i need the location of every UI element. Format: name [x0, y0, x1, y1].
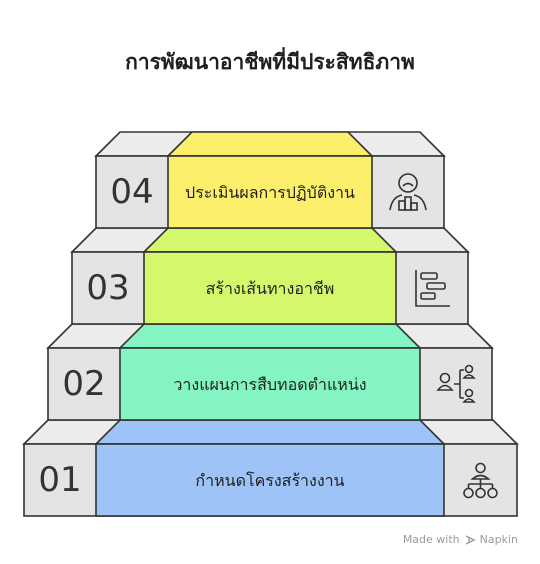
page-title: การพัฒนาอาชีพที่มีประสิทธิภาพ [125, 50, 415, 74]
step-color-front [119, 347, 421, 421]
step-color-top [166, 131, 374, 157]
step-label: วางแผนการสืบทอดตำแหน่ง [173, 374, 367, 394]
step-number: 01 [38, 460, 82, 500]
step-number: 03 [86, 268, 130, 308]
step-color-top [142, 227, 398, 253]
step-color-top [118, 323, 422, 349]
watermark: Made with Napkin [403, 533, 518, 546]
step-01 [22, 419, 519, 517]
watermark-prefix: Made with [402, 533, 460, 546]
step-label: ประเมินผลการปฏิบัติงาน [185, 182, 355, 202]
step-03 [70, 227, 470, 325]
succession-icon [436, 364, 476, 403]
gantt-icon [415, 270, 450, 307]
step-number: 02 [62, 364, 106, 404]
step-color-front [95, 443, 445, 517]
step-color-front [143, 251, 397, 325]
napkin-logo-icon [465, 534, 476, 545]
step-color-top [94, 419, 446, 445]
performance-icon [389, 173, 427, 211]
step-number: 04 [110, 172, 154, 212]
org-chart-icon [463, 462, 498, 499]
step-color-front [167, 155, 373, 229]
step-02 [46, 323, 494, 421]
step-04 [94, 131, 446, 229]
step-label: กำหนดโครงสร้างงาน [195, 470, 345, 490]
watermark-brand: Napkin [479, 533, 518, 546]
step-label: สร้างเส้นทางอาชีพ [205, 278, 335, 298]
